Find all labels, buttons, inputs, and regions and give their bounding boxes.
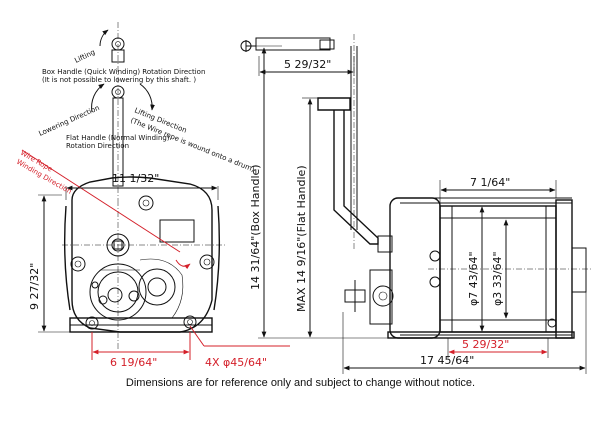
dim-flat-handle-height: MAX 14 9/16"(Flat Handle) (295, 165, 308, 312)
dim-width-top: 11 1/32" (112, 172, 159, 185)
caption: Dimensions are for reference only and su… (125, 377, 476, 389)
lifting-top-label: Lifting (73, 48, 96, 65)
dim-drum-dia-2: φ3 33/64" (491, 251, 504, 306)
lifting-direction-note: (The Wire rope is wound onto a drum) (129, 116, 256, 173)
front-view (21, 22, 290, 360)
dim-drum-dia-1: φ7 43/64" (467, 251, 480, 306)
dim-bottom-mount: 6 19/64" (110, 356, 157, 369)
dim-overall-length: 17 45/64" (420, 354, 474, 367)
box-handle-note-1: Box Handle (Quick Winding) Rotation Dire… (42, 68, 205, 76)
dim-handle-reach: 5 29/32" (284, 58, 331, 71)
dim-drum-length: 7 1/64" (470, 176, 510, 189)
dim-box-handle-height: 14 31/64"(Box Handle) (249, 164, 262, 290)
flat-handle-note-2: Rotation Direction (66, 142, 129, 150)
dim-holes: 4X φ45/64" (205, 356, 267, 369)
flat-handle-note-1: Flat Handle (Normal Winding) (66, 134, 170, 142)
dim-height-left: 9 27/32" (28, 263, 41, 310)
lowering-direction-label: Lowering Direction (38, 104, 101, 138)
dim-base-depth: 5 29/32" (462, 338, 509, 351)
box-handle-note-2: (It is not possible to lowering by this … (42, 76, 196, 84)
side-view (240, 34, 592, 374)
